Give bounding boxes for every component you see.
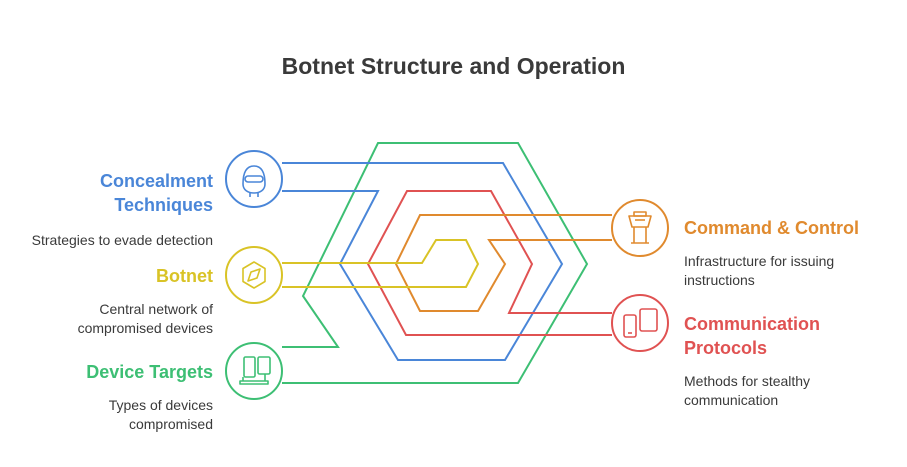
botnet-desc: Central network of compromised devices	[5, 300, 213, 338]
control-tower-icon	[628, 211, 652, 244]
command-control-node	[611, 199, 669, 257]
concealment-node	[225, 150, 283, 208]
command-path	[394, 214, 612, 312]
concealment-label-line1: Concealment	[99, 171, 213, 191]
device-targets-label: Device Targets	[86, 362, 213, 382]
ninja-mask-icon	[242, 165, 266, 197]
devices-icon	[239, 356, 271, 385]
command-control-desc-line1: Infrastructure for issuing	[684, 253, 835, 269]
concealment-label-line2: Techniques	[114, 195, 213, 215]
communication-path	[366, 190, 612, 336]
botnet-path	[282, 239, 480, 288]
page-title: Botnet Structure and Operation	[281, 53, 626, 79]
device-targets-path	[282, 142, 589, 384]
communication-desc-line1: Methods for stealthy	[684, 373, 811, 389]
communication-node	[611, 294, 669, 352]
device-targets-node	[225, 342, 283, 400]
communication-label-line1: Communication	[684, 314, 821, 334]
botnet-label: Botnet	[156, 266, 213, 286]
communication-label: Communication Protocols	[684, 312, 899, 360]
concealment-desc: Strategies to evade detection	[31, 232, 213, 248]
communication-desc: Methods for stealthy communication	[684, 372, 899, 410]
concealment-label: Concealment Techniques	[20, 169, 213, 217]
phone-tablet-icon	[623, 308, 658, 338]
command-control-label: Command & Control	[684, 218, 859, 238]
botnet-desc-line2: compromised devices	[77, 320, 213, 336]
botnet-node	[225, 246, 283, 304]
command-control-desc-line2: instructions	[684, 272, 755, 288]
communication-desc-line2: communication	[684, 392, 779, 408]
compass-hexagon-icon	[242, 261, 266, 289]
communication-label-line2: Protocols	[684, 338, 768, 358]
command-control-desc: Infrastructure for issuing instructions	[684, 252, 899, 290]
device-targets-desc: Types of devices compromised	[5, 396, 213, 434]
device-targets-desc-line1: Types of devices	[108, 397, 213, 413]
device-targets-desc-line2: compromised	[128, 416, 213, 432]
botnet-desc-line1: Central network of	[99, 301, 213, 317]
concealment-path	[282, 162, 564, 361]
